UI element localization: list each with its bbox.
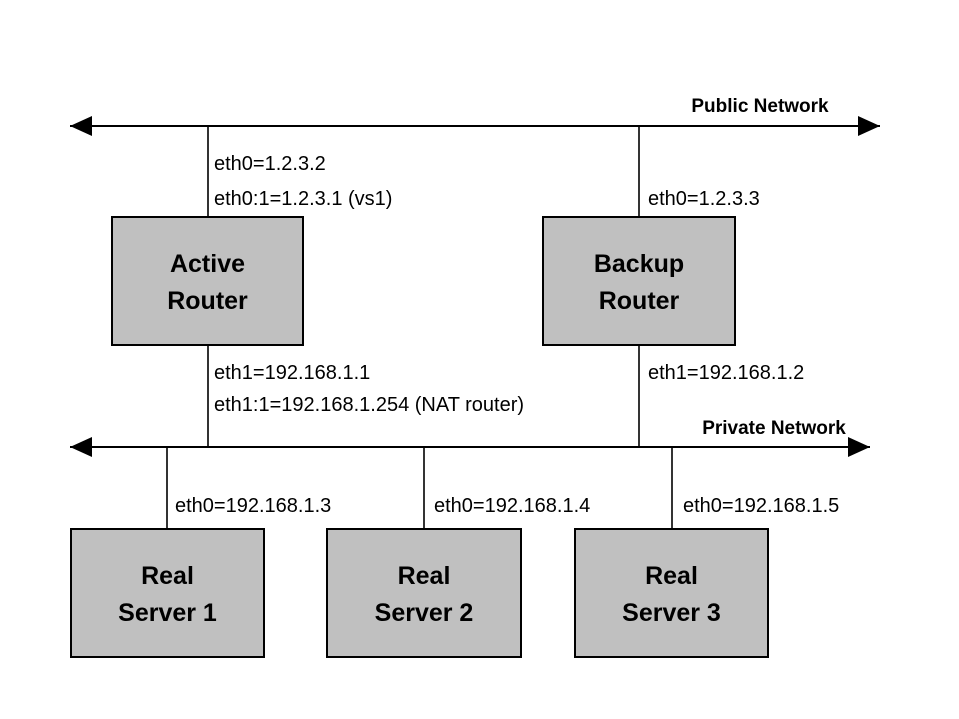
interface-label-active-eth1-1: eth1:1=192.168.1.254 (NAT router) [214, 394, 524, 416]
interface-label-backup-eth1: eth1=192.168.1.2 [648, 362, 804, 384]
public-network-right-arrow-icon [858, 116, 880, 136]
interface-label-active-eth0-1: eth0:1=1.2.3.1 (vs1) [214, 188, 392, 210]
node-backup-router[interactable]: Backup Router [542, 216, 736, 346]
private-network-label: Private Network [702, 418, 846, 439]
interface-label-active-eth1: eth1=192.168.1.1 [214, 362, 370, 384]
node-label-backup-router-line2: Router [599, 287, 680, 315]
public-network-label: Public Network [691, 96, 829, 117]
node-box-real-server-1[interactable] [70, 528, 265, 658]
node-label-real-server-2-line2: Server 2 [375, 599, 474, 627]
node-real-server-1[interactable]: Real Server 1 [70, 528, 265, 658]
node-label-active-router-line1: Active [170, 250, 245, 278]
private-network-right-arrow-icon [848, 437, 870, 457]
node-label-active-router-line2: Router [167, 287, 248, 315]
private-network-bus: Private Network [70, 418, 870, 457]
node-label-real-server-3-line1: Real [645, 562, 698, 590]
node-label-real-server-3-line2: Server 3 [622, 599, 721, 627]
node-box-real-server-2[interactable] [326, 528, 522, 658]
interface-labels: eth0=1.2.3.2 eth0:1=1.2.3.1 (vs1) eth0=1… [175, 153, 839, 517]
connection-wires [166, 126, 673, 529]
public-network-left-arrow-icon [70, 116, 92, 136]
node-active-router[interactable]: Active Router [111, 216, 304, 346]
interface-label-real-server-1-eth0: eth0=192.168.1.3 [175, 495, 331, 517]
node-real-server-3[interactable]: Real Server 3 [574, 528, 769, 658]
interface-label-active-eth0: eth0=1.2.3.2 [214, 153, 326, 175]
node-box-backup-router[interactable] [542, 216, 736, 346]
public-network-bus: Public Network [70, 96, 880, 136]
node-label-backup-router-line1: Backup [594, 250, 684, 278]
node-label-real-server-2-line1: Real [398, 562, 451, 590]
interface-label-real-server-2-eth0: eth0=192.168.1.4 [434, 495, 590, 517]
node-real-server-2[interactable]: Real Server 2 [326, 528, 522, 658]
interface-label-backup-eth0: eth0=1.2.3.3 [648, 188, 760, 210]
private-network-left-arrow-icon [70, 437, 92, 457]
node-label-real-server-1-line1: Real [141, 562, 194, 590]
node-box-active-router[interactable] [111, 216, 304, 346]
node-label-real-server-1-line2: Server 1 [118, 599, 217, 627]
interface-label-real-server-3-eth0: eth0=192.168.1.5 [683, 495, 839, 517]
node-box-real-server-3[interactable] [574, 528, 769, 658]
